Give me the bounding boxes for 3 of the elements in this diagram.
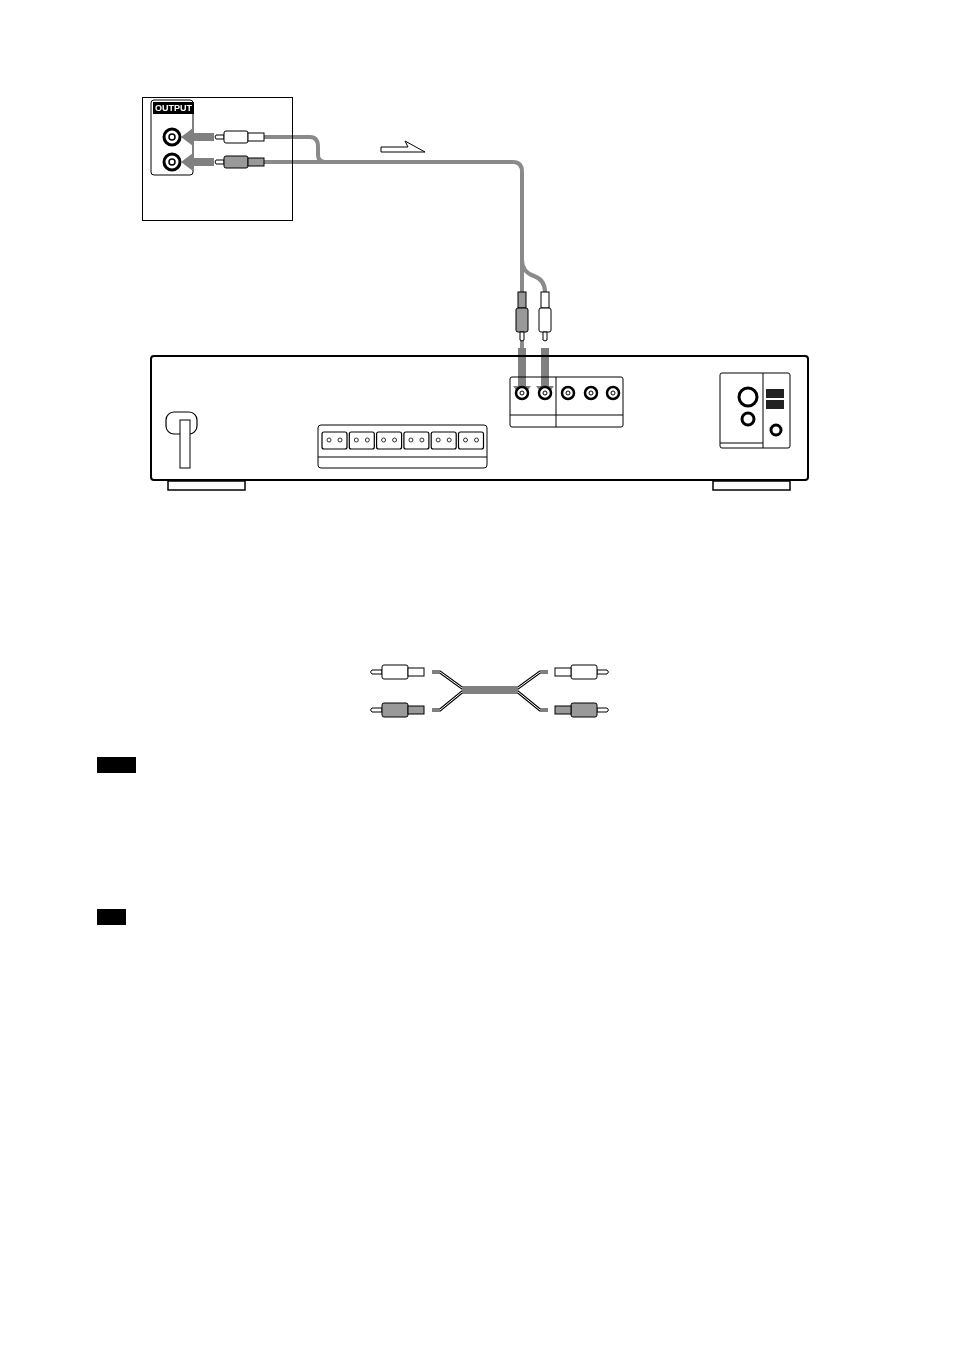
jack-label: OUTPUT [153, 102, 194, 114]
device-rear-panel [142, 97, 293, 221]
receiver-rear-panel [150, 355, 809, 481]
